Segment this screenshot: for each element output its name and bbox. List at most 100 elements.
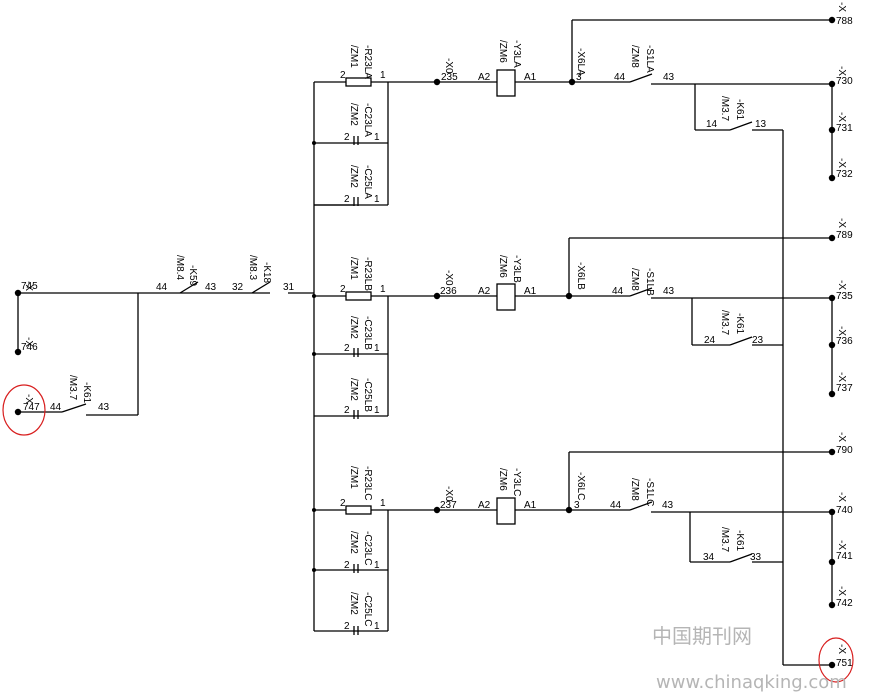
svg-text:-R23LA: -R23LA	[362, 45, 373, 79]
svg-text:1: 1	[380, 284, 386, 295]
svg-text:3: 3	[574, 500, 580, 511]
svg-text:237: 237	[440, 500, 457, 511]
svg-text:2: 2	[344, 405, 350, 416]
svg-text:-K61: -K61	[734, 313, 745, 335]
svg-text:34: 34	[703, 552, 715, 563]
svg-text:1: 1	[374, 132, 380, 143]
svg-text:A1: A1	[524, 72, 537, 83]
svg-text:-X6LB: -X6LB	[575, 262, 586, 290]
svg-text:-C23LC: -C23LC	[362, 531, 373, 565]
highlight-circle-747	[2, 384, 46, 436]
watermark: 中国期刊网 www.chinaqking.com	[652, 624, 847, 693]
svg-text:A1: A1	[524, 286, 537, 297]
svg-text:-X6LC: -X6LC	[575, 472, 586, 500]
svg-text:/ZM2: /ZM2	[348, 378, 359, 401]
highlight-circle-751	[818, 637, 854, 683]
svg-text:/ZM1: /ZM1	[348, 45, 359, 68]
terminal-736: -X 736	[828, 326, 853, 349]
svg-text:-X: -X	[836, 372, 847, 382]
terminal-730: -X 730	[828, 66, 853, 88]
terminal-745: -X 745	[14, 281, 38, 297]
svg-text:-Y3LC: -Y3LC	[511, 468, 522, 496]
svg-text:-K59: -K59	[187, 265, 198, 287]
contact-k18: -K18 /M8.3 32 31	[232, 255, 295, 294]
svg-text:731: 731	[836, 123, 853, 134]
svg-text:2: 2	[340, 498, 346, 509]
svg-text:44: 44	[156, 282, 168, 293]
svg-text:-S1LB: -S1LB	[644, 268, 655, 296]
svg-text:/M3.7: /M3.7	[719, 96, 730, 121]
svg-text:730: 730	[836, 76, 853, 87]
svg-text:-X0: -X0	[443, 486, 454, 502]
svg-text:-X: -X	[836, 644, 847, 654]
svg-text:747: 747	[23, 402, 40, 413]
svg-text:/ZM8: /ZM8	[629, 268, 640, 291]
svg-text:31: 31	[283, 282, 295, 293]
svg-text:-X: -X	[836, 158, 847, 168]
left-section	[17, 292, 314, 416]
svg-text:/ZM8: /ZM8	[629, 45, 640, 68]
svg-text:789: 789	[836, 230, 853, 241]
svg-text:-K61: -K61	[734, 530, 745, 552]
svg-text:-S1LC: -S1LC	[644, 478, 655, 506]
svg-text:/ZM8: /ZM8	[629, 478, 640, 501]
svg-text:/ZM6: /ZM6	[497, 40, 508, 63]
svg-text:235: 235	[441, 72, 458, 83]
svg-text:737: 737	[836, 383, 853, 394]
svg-text:751: 751	[836, 658, 853, 669]
svg-text:-Y3LA: -Y3LA	[511, 40, 522, 68]
svg-text:-X0: -X0	[443, 58, 454, 74]
svg-text:43: 43	[205, 282, 217, 293]
svg-text:2: 2	[344, 194, 350, 205]
svg-text:43: 43	[98, 402, 110, 413]
svg-text:/ZM6: /ZM6	[497, 255, 508, 278]
svg-text:-X: -X	[23, 394, 34, 404]
svg-text:-K18: -K18	[261, 262, 272, 284]
svg-text:-X: -X	[836, 326, 847, 336]
branch-a: -R23LA /ZM1 2 1 -C23LA /ZM2 2 1 -C25LA /…	[312, 19, 833, 665]
terminal-732: -X 732	[828, 158, 853, 182]
terminal-737: -X 737	[828, 372, 853, 398]
svg-text:44: 44	[614, 72, 626, 83]
svg-text:/ZM1: /ZM1	[348, 466, 359, 489]
svg-text:790: 790	[836, 445, 853, 456]
svg-text:-X: -X	[836, 112, 847, 122]
svg-text:33: 33	[750, 552, 762, 563]
svg-text:14: 14	[706, 119, 718, 130]
svg-text:13: 13	[755, 119, 767, 130]
svg-text:32: 32	[232, 282, 244, 293]
svg-text:-X: -X	[23, 281, 34, 291]
svg-text:2: 2	[344, 621, 350, 632]
svg-text:236: 236	[440, 286, 457, 297]
svg-text:/ZM2: /ZM2	[348, 531, 359, 554]
svg-text:2: 2	[344, 560, 350, 571]
svg-text:23: 23	[752, 335, 764, 346]
svg-text:44: 44	[610, 500, 622, 511]
svg-text:/ZM6: /ZM6	[497, 468, 508, 491]
svg-text:-R23LB: -R23LB	[362, 257, 373, 291]
terminal-746: -X 746	[14, 337, 38, 356]
svg-text:-X: -X	[836, 492, 847, 502]
terminal-789: -X 789	[828, 218, 853, 242]
svg-text:/M3.7: /M3.7	[719, 310, 730, 335]
terminal-742: -X 742	[828, 586, 853, 609]
svg-text:1: 1	[374, 194, 380, 205]
svg-text:-X: -X	[836, 2, 847, 12]
svg-text:742: 742	[836, 598, 853, 609]
contact-k61-left: -K61 /M3.7 44 43	[50, 375, 110, 416]
svg-text:A2: A2	[478, 72, 491, 83]
svg-text:741: 741	[836, 551, 853, 562]
terminal-751: -X 751	[818, 637, 854, 683]
svg-text:2: 2	[344, 132, 350, 143]
svg-text:44: 44	[50, 402, 62, 413]
svg-text:A2: A2	[478, 500, 491, 511]
terminal-741: -X 741	[828, 540, 853, 566]
svg-text:43: 43	[662, 500, 674, 511]
svg-text:1: 1	[374, 405, 380, 416]
svg-text:/M8.4: /M8.4	[174, 255, 185, 280]
svg-text:1: 1	[380, 70, 386, 81]
svg-text:-C25LB: -C25LB	[362, 378, 373, 412]
svg-text:www.chinaqking.com: www.chinaqking.com	[656, 672, 847, 693]
svg-text:-X: -X	[836, 280, 847, 290]
